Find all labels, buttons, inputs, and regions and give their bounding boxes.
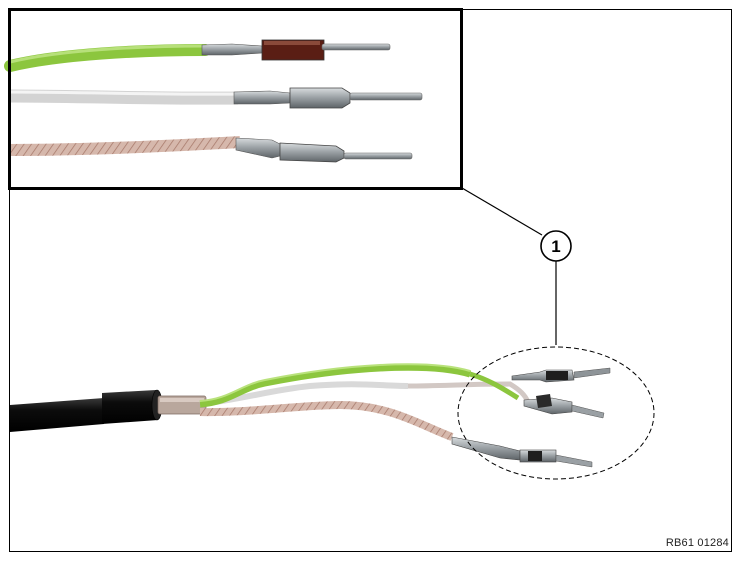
inset-braided-wire (9, 136, 413, 163)
callout-marker: 1 (540, 230, 572, 262)
callout-number: 1 (551, 237, 560, 256)
inset-braided-barrel (279, 142, 345, 163)
inset-closeup (4, 8, 463, 190)
reference-code: RB61 01284 (665, 537, 729, 549)
cable-sheath (10, 398, 104, 432)
inset-braided-pin (343, 152, 413, 160)
inset-white-barrel (289, 87, 351, 109)
inset-green-pin (321, 43, 391, 51)
inset-green-wire (4, 39, 391, 72)
inset-leader-line (461, 187, 543, 236)
braided-wire (199, 400, 454, 441)
terminal-pins (451, 367, 611, 468)
inset-border (8, 8, 463, 190)
inset-white-pin (349, 92, 423, 101)
white-wire (199, 381, 409, 407)
highlight-ellipse (457, 346, 655, 480)
main-cable (10, 363, 611, 468)
green-wire (199, 363, 472, 408)
inset-white-wire (9, 87, 423, 109)
inset-green-crimp (201, 43, 263, 56)
